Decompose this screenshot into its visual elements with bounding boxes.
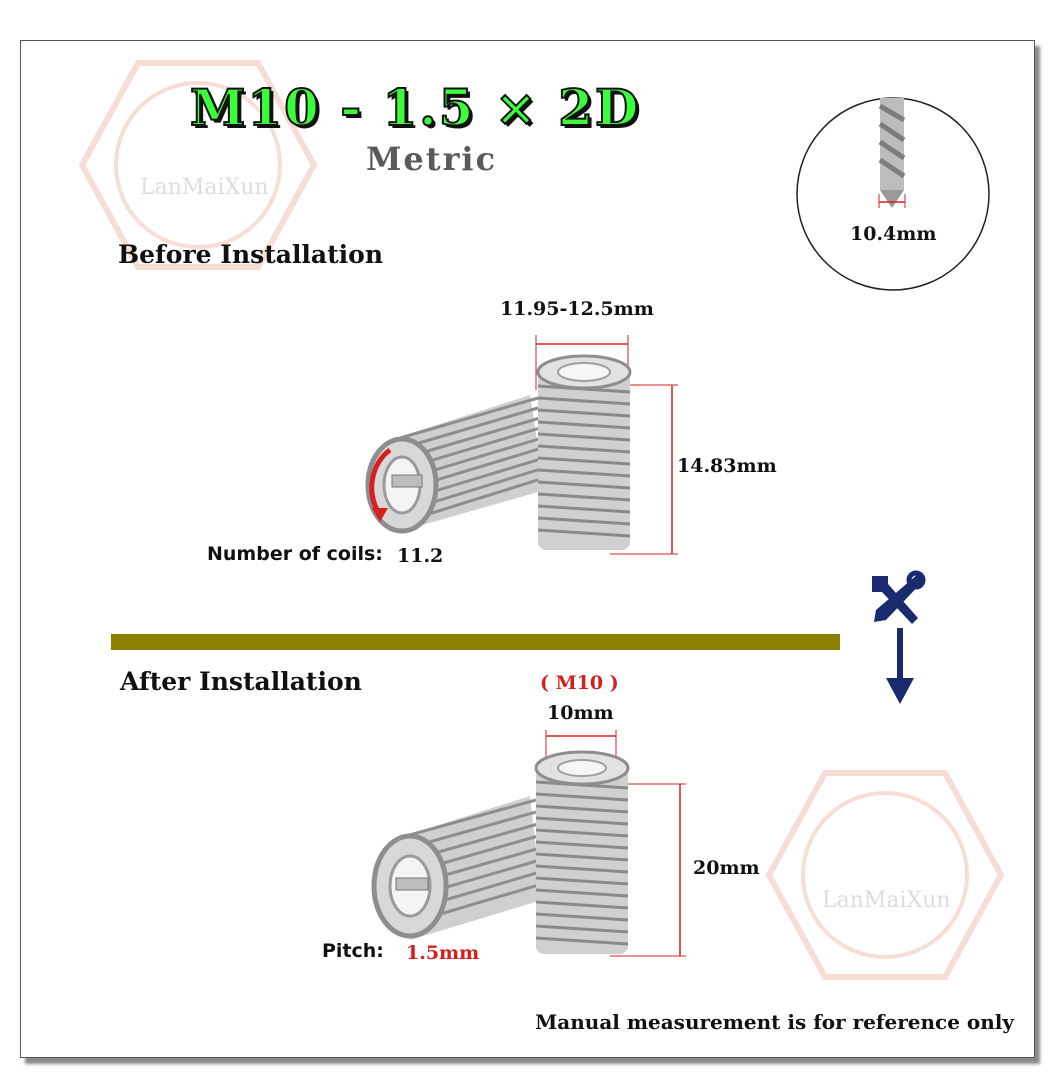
tools-icon bbox=[872, 570, 926, 624]
reference-note: Manual measurement is for reference only bbox=[535, 1010, 1014, 1034]
watermark-hexagon-icon bbox=[765, 770, 1005, 980]
drill-bit-circle bbox=[796, 97, 990, 291]
watermark-hexagon-icon bbox=[78, 60, 318, 270]
pitch-value: 1.5mm bbox=[406, 942, 480, 964]
thread-size-label: ( M10 ) bbox=[540, 672, 619, 694]
coils-label: Number of coils: bbox=[207, 543, 383, 565]
after-installation-heading: After Installation bbox=[120, 667, 362, 696]
rotation-arrow-icon bbox=[369, 447, 392, 517]
after-length-label: 20mm bbox=[693, 857, 760, 879]
before-outer-diameter-label: 11.95-12.5mm bbox=[500, 298, 654, 320]
drill-bit-icon bbox=[878, 98, 906, 208]
coils-value: 11.2 bbox=[397, 545, 444, 567]
after-diameter-label: 10mm bbox=[547, 702, 614, 724]
watermark-text: LanMaiXun bbox=[140, 175, 269, 200]
before-length-label: 14.83mm bbox=[677, 455, 777, 477]
watermark-text: LanMaiXun bbox=[822, 888, 951, 913]
product-subtitle: Metric bbox=[366, 140, 498, 178]
drill-diameter-label: 10.4mm bbox=[850, 223, 937, 245]
pitch-label: Pitch: bbox=[322, 940, 384, 962]
down-arrow-icon bbox=[886, 628, 914, 704]
after-coil-illustration bbox=[371, 730, 686, 957]
section-divider bbox=[111, 634, 840, 650]
before-installation-heading: Before Installation bbox=[118, 240, 384, 269]
before-coil-illustration bbox=[365, 335, 678, 555]
product-title: M10 - 1.5 × 2D bbox=[189, 77, 641, 138]
